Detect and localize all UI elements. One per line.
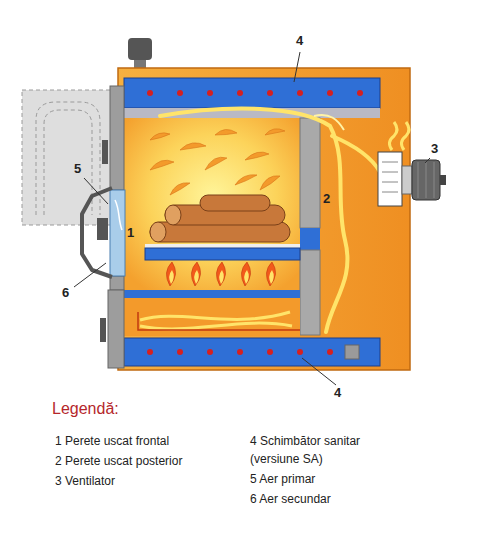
callout-number: 2 (323, 192, 330, 206)
callout-number: 4 (334, 386, 341, 400)
legend-entry: 5 Aer primar (250, 470, 400, 488)
callout-number: 5 (74, 162, 81, 176)
callout-number: 1 (127, 226, 134, 240)
legend-text: 6 Aer secundar (250, 490, 331, 508)
legend-entry: 4 Schimbător sanitar (versiune SA) (250, 432, 400, 468)
legend-text: 3 Ventilator (55, 472, 115, 490)
legend-entry: 6 Aer secundar (250, 490, 400, 508)
legend-column: 4 Schimbător sanitar (versiune SA) 5 Aer … (250, 432, 400, 510)
callout-number: 4 (296, 34, 303, 48)
legend-heading: Legendă: (52, 400, 119, 418)
boiler-illustration (0, 0, 477, 400)
legend-text: 2 Perete uscat posterior (55, 452, 182, 470)
legend-entry: 2 Perete uscat posterior (55, 452, 235, 470)
callout-number: 3 (431, 142, 438, 156)
legend-entry: 1 Perete uscat frontal (55, 432, 235, 450)
legend-entry: 3 Ventilator (55, 472, 235, 490)
legend-column: 1 Perete uscat frontal 2 Perete uscat pos… (55, 432, 235, 492)
legend-text: 5 Aer primar (250, 470, 315, 488)
legend-text: 4 Schimbător sanitar (versiune SA) (250, 432, 385, 468)
callout-number: 6 (62, 286, 69, 300)
legend-text: 1 Perete uscat frontal (55, 432, 169, 450)
